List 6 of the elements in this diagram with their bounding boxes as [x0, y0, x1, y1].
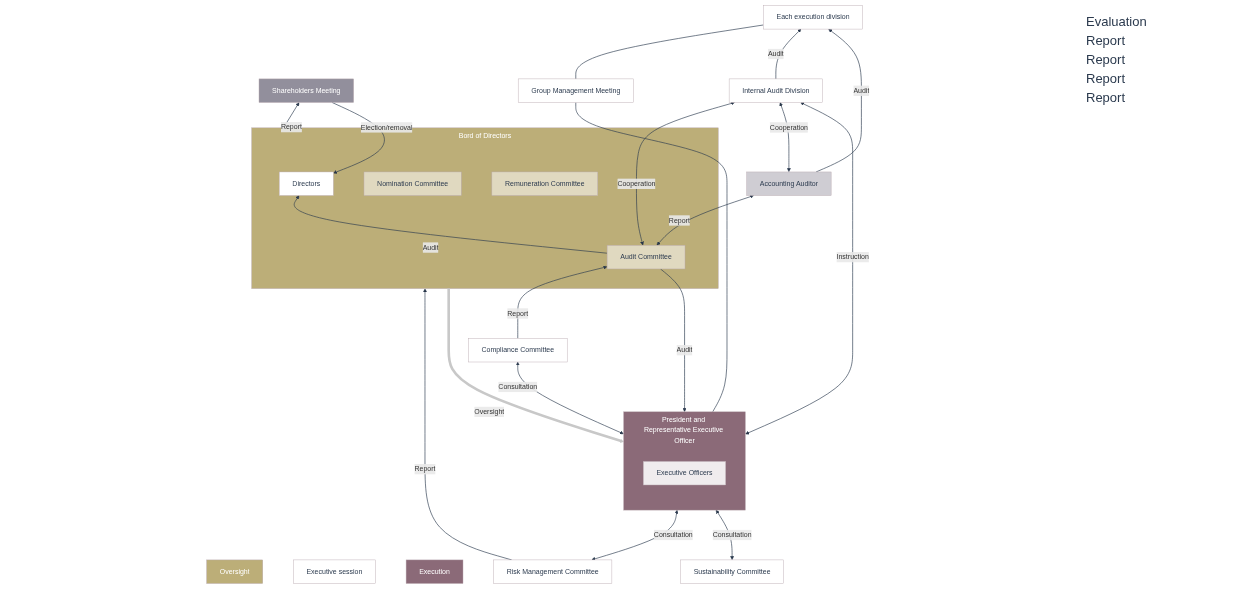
note-label: Evaluation [1086, 14, 1148, 29]
note-label: Report [1086, 71, 1127, 86]
connector [575, 24, 764, 80]
note-label: Report [1086, 90, 1127, 105]
note-label: Report [1086, 33, 1127, 48]
note-label: Report [1086, 52, 1127, 67]
